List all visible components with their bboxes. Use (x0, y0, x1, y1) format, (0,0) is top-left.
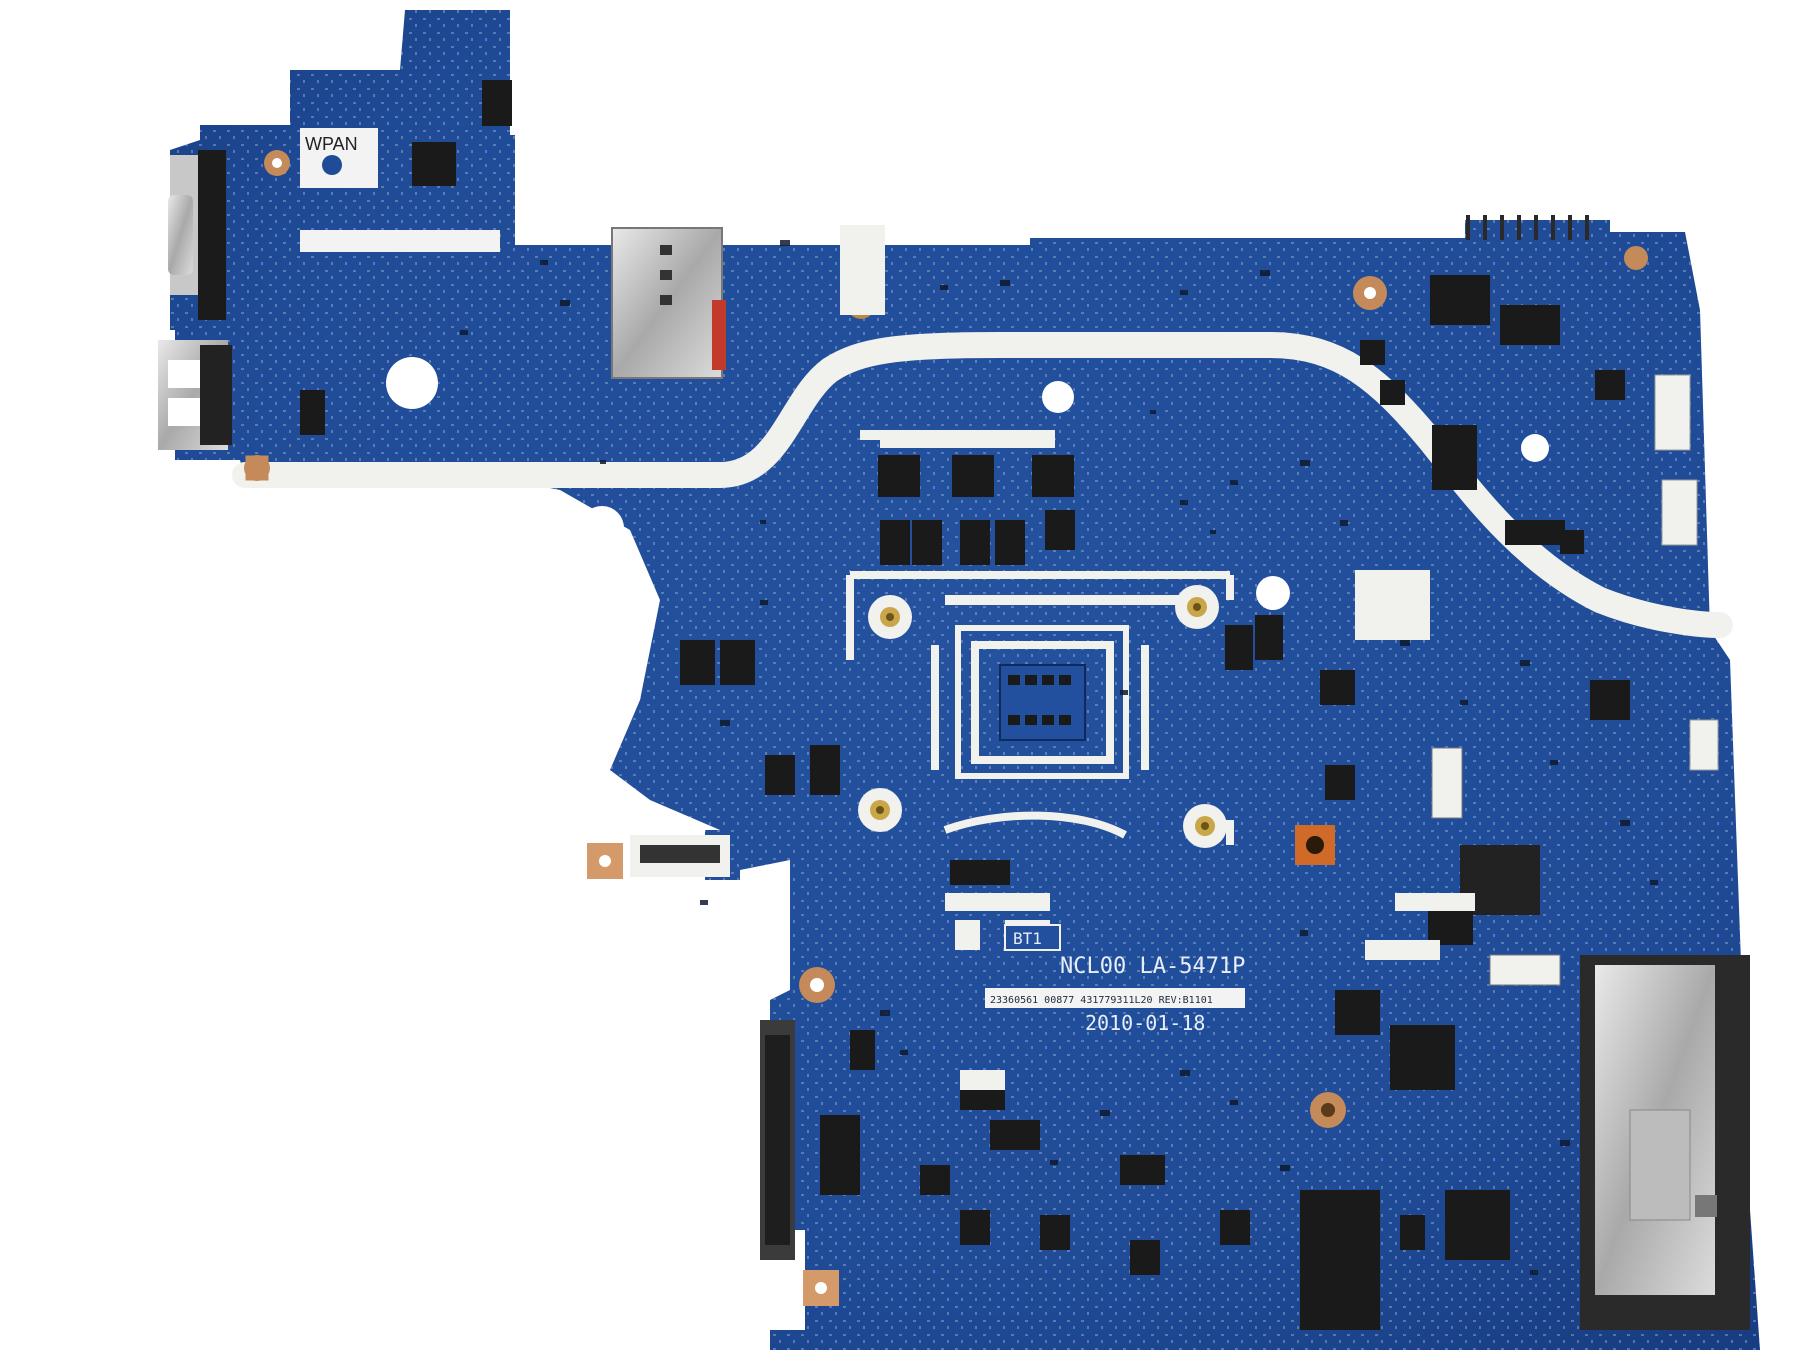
screw-posts (858, 585, 1227, 848)
ribbon-connectors (630, 374, 1719, 986)
heatpipe-trace (232, 332, 1733, 638)
model-label: NCL00 LA-5471P (1060, 954, 1245, 979)
rev-label: BT1 (1013, 929, 1042, 948)
sim-card-slot (611, 227, 726, 379)
battery-connector (1466, 215, 1589, 240)
usb-port (158, 340, 232, 450)
smd-components (460, 240, 1658, 1275)
mounting-holes (386, 357, 1549, 610)
wpan-label: WPAN (305, 134, 358, 154)
sata-connector (760, 1020, 795, 1260)
expresscard-slot (1580, 955, 1750, 1330)
date-label: 2010-01-18 (1085, 1011, 1205, 1035)
vga-port (168, 150, 226, 320)
serial-sticker: 23360561 00877 431779311L20 REV:B1101 (990, 995, 1213, 1006)
cpu-socket (846, 571, 1234, 845)
chips (300, 80, 1630, 1330)
